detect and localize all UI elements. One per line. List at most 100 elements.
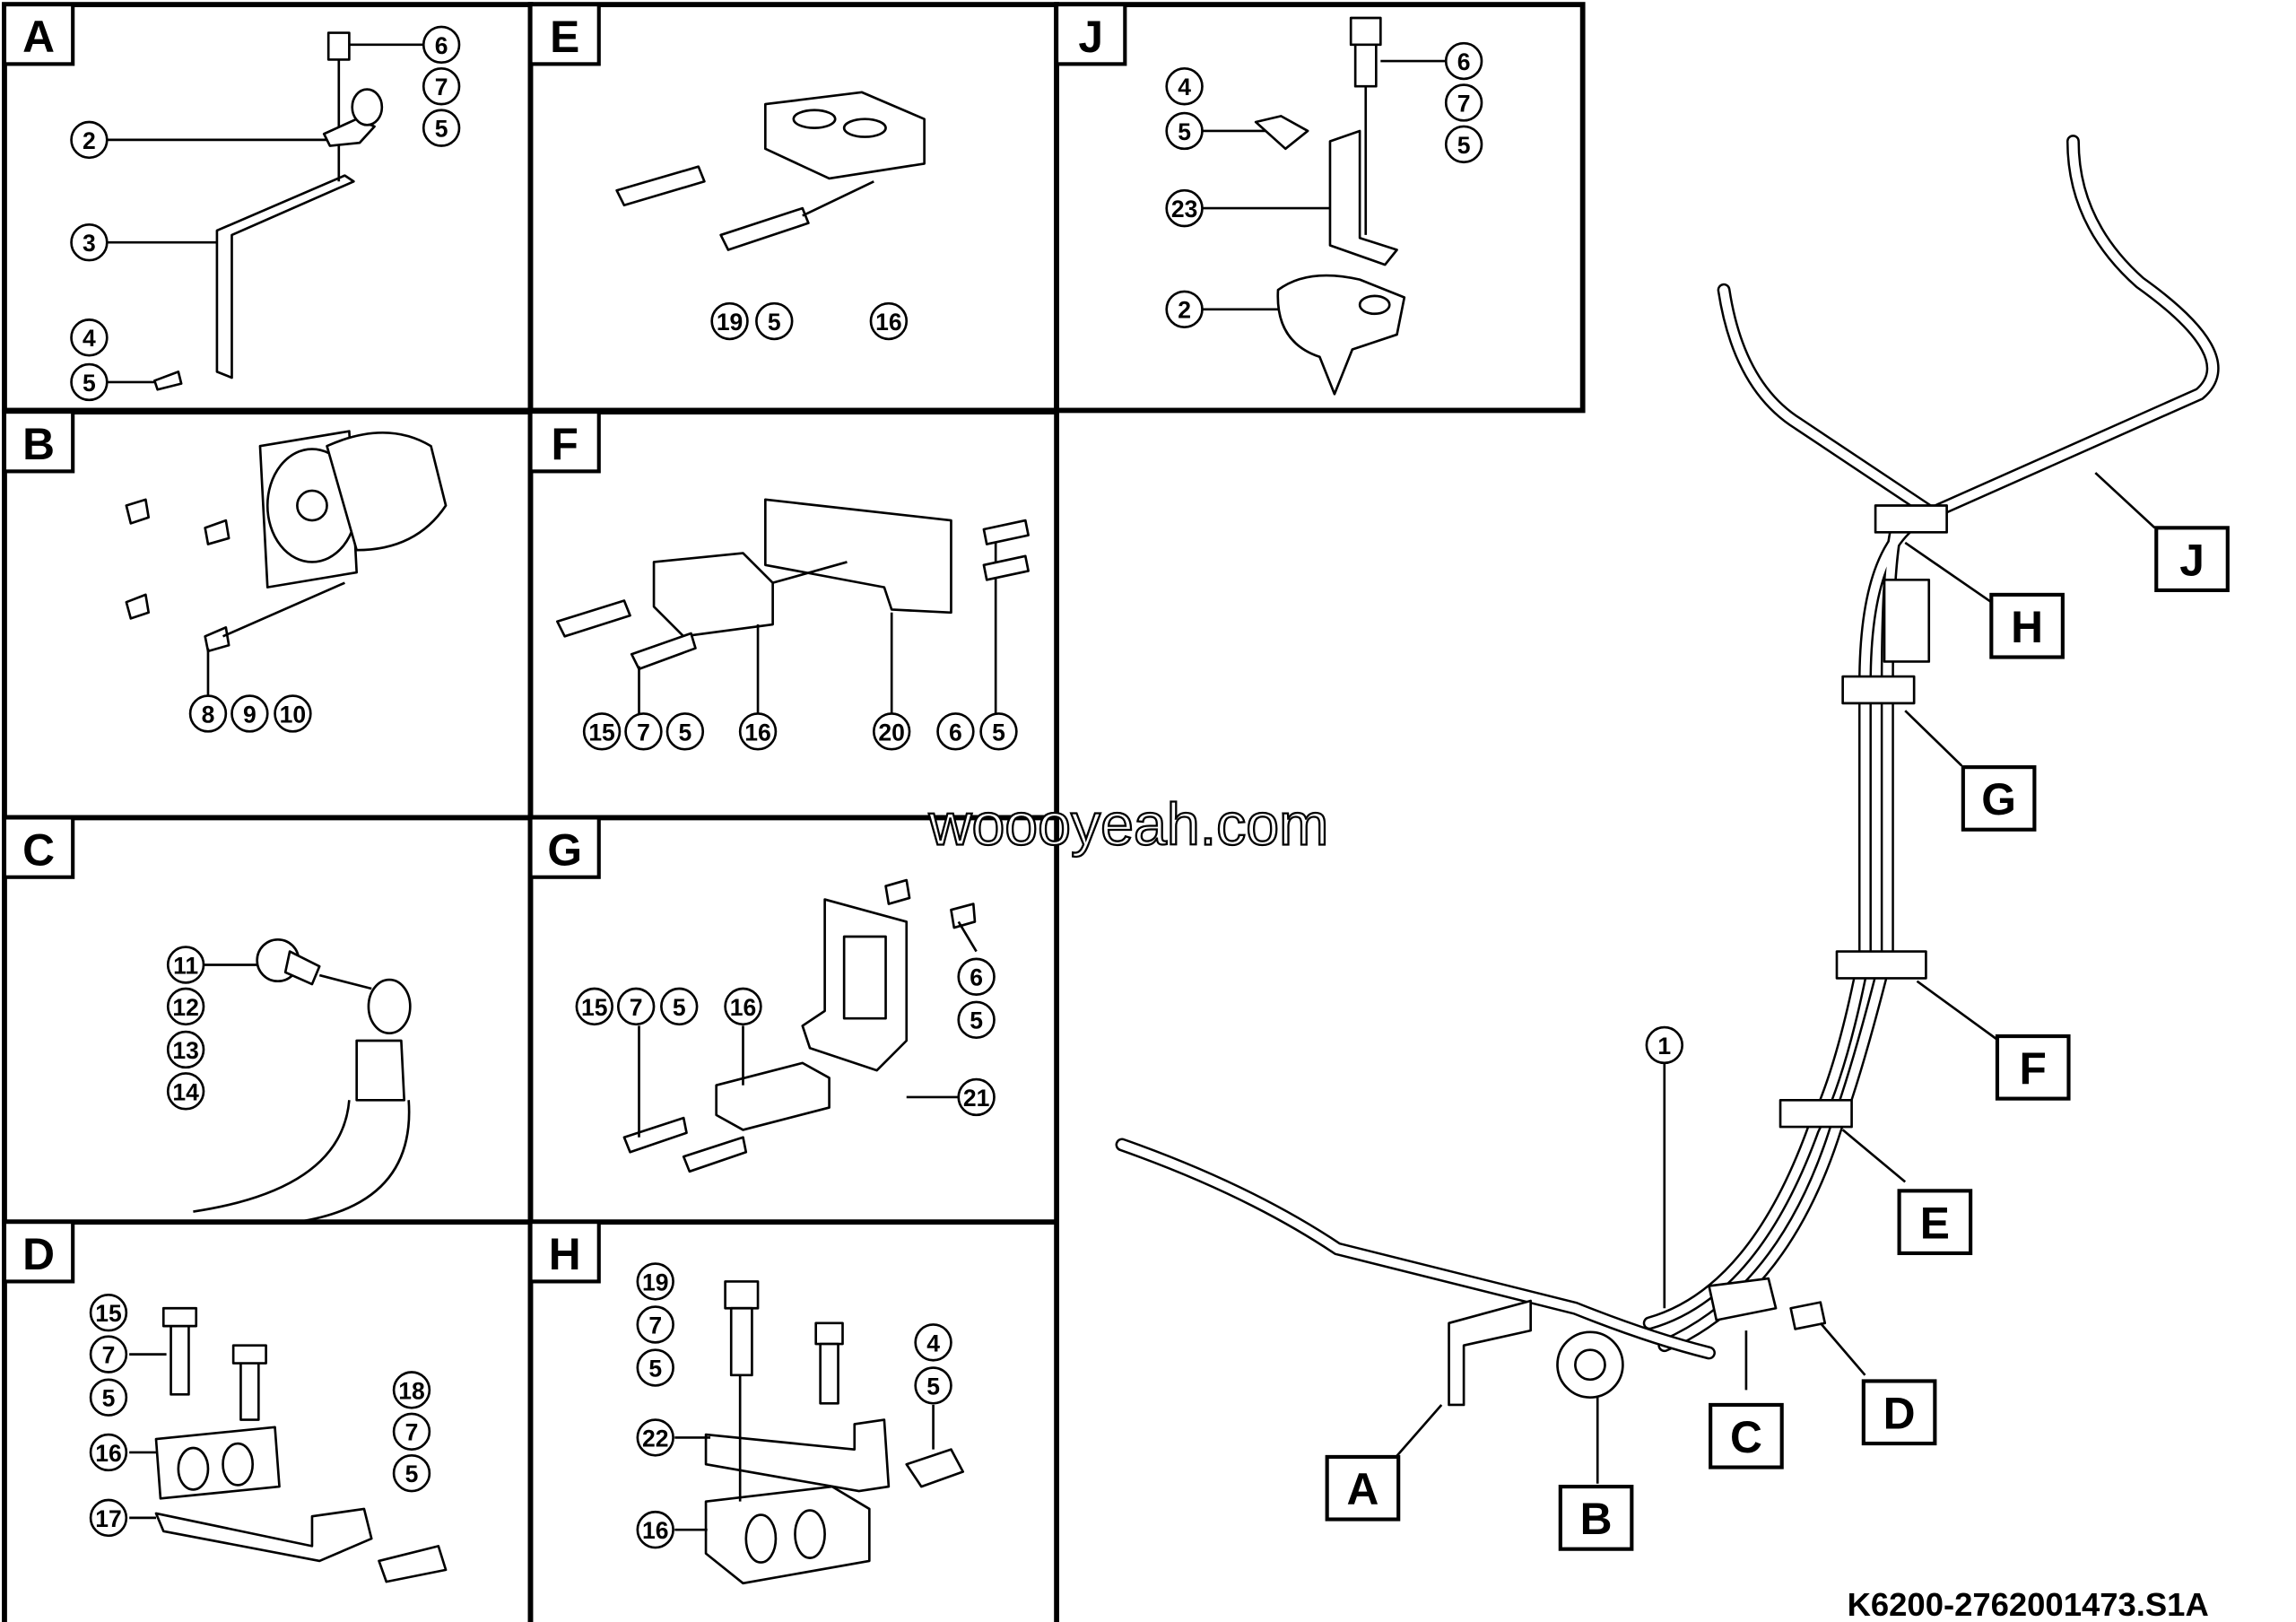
callout-16: 16 [738,712,778,751]
callout-circle [660,987,699,1026]
callout-circle [636,1418,674,1457]
callout-number: 3 [83,230,96,257]
callout-6: 6 [957,957,996,996]
callout-3: 3 [70,223,109,262]
callout-4: 4 [70,318,109,357]
callout-5: 5 [89,1378,128,1417]
callout-6: 6 [1444,41,1483,81]
callout-10: 10 [274,694,312,733]
callout-18: 18 [392,1371,431,1409]
callout-6: 6 [936,712,975,751]
callout-circle [582,712,622,751]
callout-circle [914,1366,952,1405]
panel-letter: C [22,824,55,875]
callout-circle [89,1294,128,1332]
callout-5: 5 [979,712,1018,751]
overview-label-c: C [1709,1402,1784,1469]
callout-number: 5 [926,1373,940,1400]
callout-number: 7 [435,74,448,100]
callout-16: 16 [636,1510,674,1549]
callout-circle [979,712,1018,751]
callout-15: 15 [575,987,613,1026]
callout-circle [1165,188,1204,228]
detail-f-drawing [556,498,1030,714]
callout-number: 5 [83,370,96,397]
callout-5: 5 [1444,125,1483,164]
callout-7: 7 [392,1412,431,1451]
callout-number: 4 [1178,74,1191,100]
watermark: woooyeah.com [928,791,1329,858]
callout-number: 5 [648,1355,662,1382]
callout-number: 7 [405,1419,419,1446]
callout-circle [636,1262,674,1301]
callout-number: 5 [970,1007,983,1034]
callout-circle [70,318,109,357]
detail-d-drawing [129,1306,448,1583]
callout-number: 9 [243,701,257,728]
callout-circle [422,109,461,147]
callout-number: 5 [678,719,691,746]
callout-number: 16 [730,994,756,1021]
harness-overview [1115,135,2220,1484]
callout-number: 2 [1178,297,1191,324]
callout-number: 2 [83,127,96,154]
callout-21: 21 [957,1077,996,1117]
callout-circle [957,1077,996,1117]
callout-number: 15 [581,994,607,1021]
callout-number: 21 [963,1085,989,1112]
callout-circle [166,1030,205,1069]
callout-circle [70,223,109,262]
callout-circle [274,694,312,733]
label-box [2154,526,2230,593]
callout-16: 16 [724,987,762,1026]
panel-letter-box [1055,3,1127,66]
callout-circle [1165,290,1204,328]
callout-16: 16 [89,1433,128,1472]
panel-border [2,815,534,1226]
callout-number: 4 [926,1330,940,1356]
overview-label-h: H [1989,592,2065,659]
label-letter: E [1920,1198,1950,1248]
callout-circle [575,987,613,1026]
callout-5: 5 [914,1366,952,1405]
callout-circle [422,67,461,106]
callout-number: 5 [673,994,686,1021]
callout-circle [89,1378,128,1417]
callout-number: 6 [949,719,962,746]
callout-20: 20 [872,712,911,751]
callout-number: 11 [173,952,198,979]
label-letter: A [1346,1464,1378,1514]
label-letter: D [1883,1388,1916,1438]
callout-number: 17 [95,1505,121,1532]
callout-circle [1444,41,1483,81]
drawing-code: K6200-2762001473.S1A [1848,1586,2209,1622]
callout-number: 15 [95,1300,121,1327]
detail-g-drawing [622,878,978,1173]
callout-14: 14 [166,1072,205,1111]
callout-number: 5 [992,719,1005,746]
callout-circle [392,1453,431,1493]
callout-number: 16 [744,719,770,746]
label-letter: F [2020,1043,2047,1094]
callout-5: 5 [1165,111,1204,151]
callout-number: 7 [648,1312,662,1339]
callout-circle [166,987,205,1026]
panel-letter: J [1078,12,1103,62]
panel-letter-box [2,410,75,474]
callout-17: 17 [89,1498,128,1538]
callout-circle [724,987,762,1026]
label-box [1861,1379,1937,1446]
callout-circle [636,1348,674,1387]
callout-16: 16 [869,301,909,341]
callout-circle [89,1498,128,1538]
detail-h-drawing [674,1280,965,1585]
callout-15: 15 [89,1294,128,1332]
callout-circle [957,1000,996,1040]
panel-letter: B [22,419,55,469]
